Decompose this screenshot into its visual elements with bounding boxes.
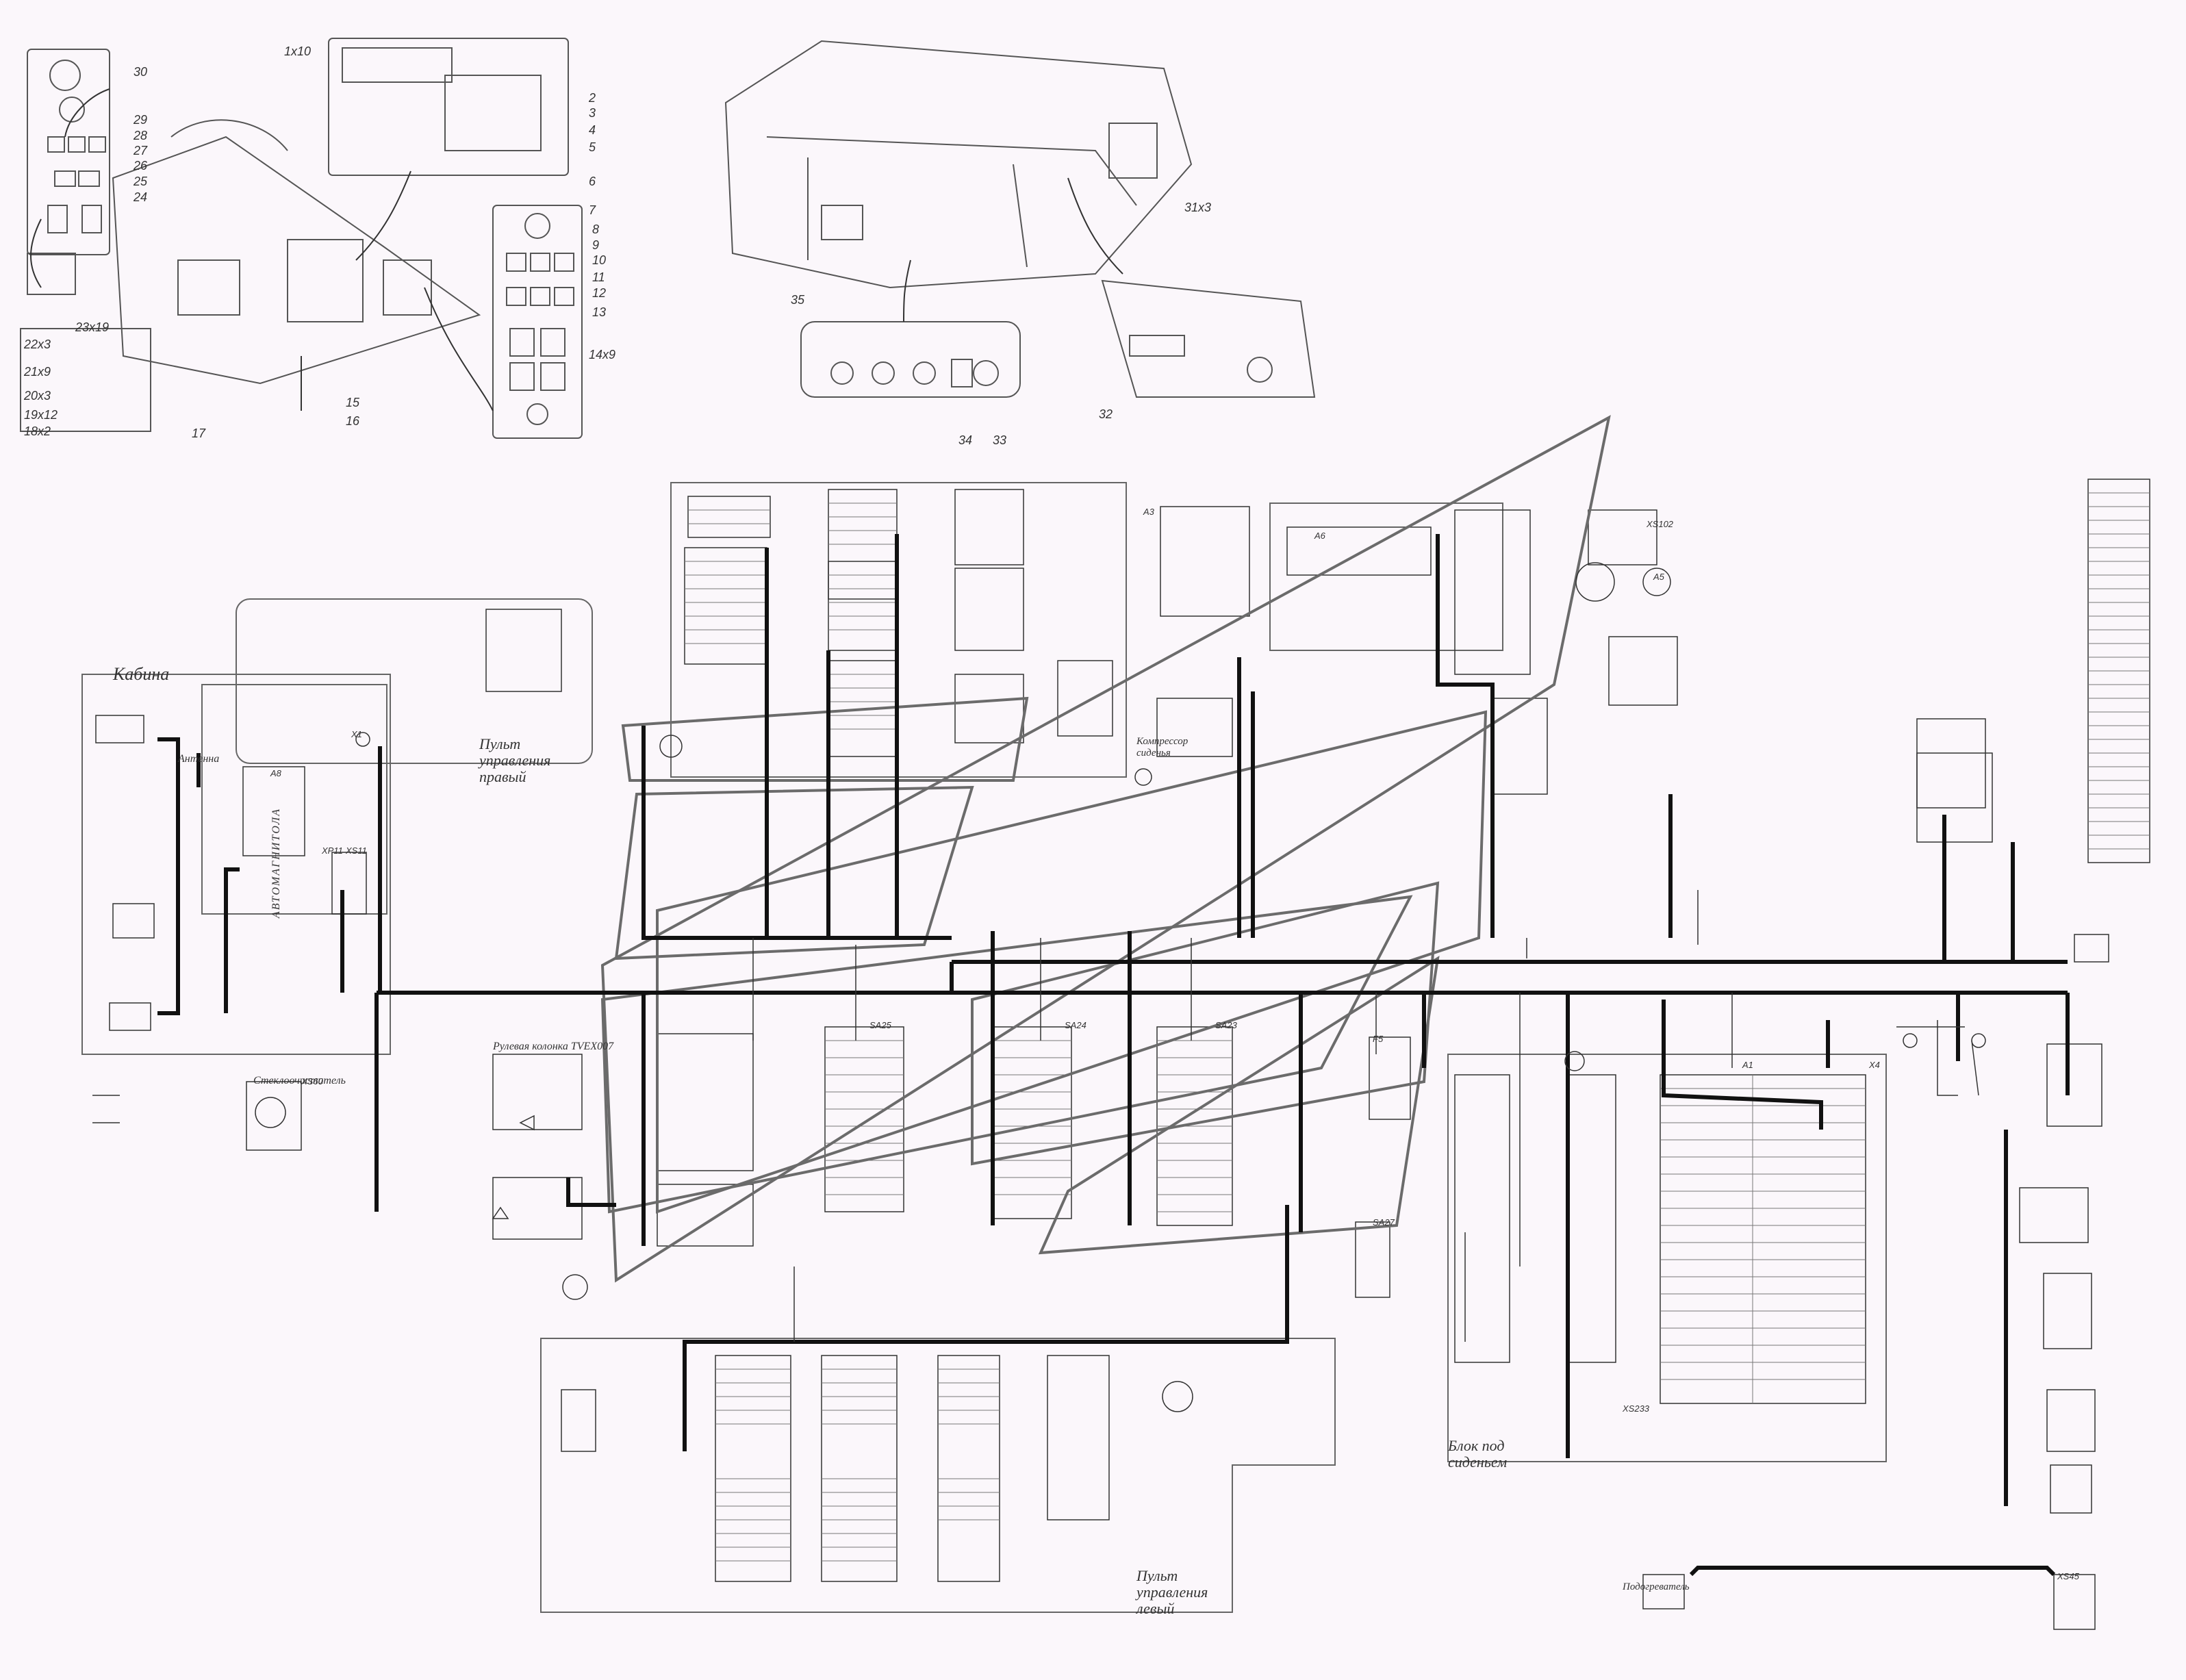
callout-14x9: 14x9: [589, 348, 616, 361]
component-tag-a5: A5: [1653, 572, 1664, 582]
callout-7: 7: [589, 203, 596, 217]
callout-4: 4: [589, 123, 596, 137]
schematic-symbols: [92, 562, 1986, 1452]
region-label-antenna: Антенна: [178, 753, 220, 765]
callout-34: 34: [958, 433, 973, 447]
component-tag-x4: SA27: [1373, 1217, 1395, 1227]
region-label-left-console: Пульт управления левый: [1136, 1567, 1208, 1617]
callout-10: 10: [592, 253, 607, 267]
callout-23x19: 23x19: [75, 320, 110, 334]
region-label-compressor: Компрессор сиденья: [1136, 736, 1189, 759]
region-label-wiper: Стеклоочиститель: [253, 1075, 346, 1086]
callout-31x3: 31x3: [1184, 201, 1212, 214]
region-label-seat-block: Блок под сиденьем: [1448, 1437, 1508, 1471]
callout-8: 8: [592, 222, 600, 236]
region-label-heater: Подогреватель: [1623, 1581, 1690, 1592]
callout-16: 16: [346, 414, 360, 428]
callout-11: 11: [592, 270, 605, 284]
table-rows: [685, 492, 2150, 1562]
connector-tag-xp249: XS45: [2057, 1571, 2079, 1581]
component-tag-e18: X1: [351, 729, 362, 739]
component-tag-x7: F5: [1373, 1034, 1384, 1044]
callout-15: 15: [346, 396, 360, 409]
component-tag-f5: SA24: [1065, 1020, 1086, 1030]
callout-27: 27: [134, 144, 148, 157]
component-tag-a6: A6: [1314, 531, 1325, 541]
callout-2: 2: [589, 91, 596, 105]
callout-13: 13: [592, 305, 607, 319]
callout-5: 5: [589, 140, 596, 154]
callout-19x12: 19x12: [24, 408, 58, 422]
callout-35: 35: [791, 293, 805, 307]
callout-24: 24: [134, 190, 148, 204]
region-label-steering-column: Рулевая колонка TVEX007: [493, 1041, 614, 1052]
callout-17: 17: [192, 427, 206, 440]
callout-26: 26: [134, 159, 148, 173]
connector-tag-xp11: XP11: [322, 845, 343, 856]
connector-tag-xs45: XS233: [1623, 1403, 1650, 1414]
main-harness: [157, 534, 2070, 1577]
callout-6: 6: [589, 175, 596, 188]
connector-tag-xs233: XS102: [1647, 519, 1674, 529]
callout-22x3: 22x3: [24, 338, 51, 351]
region-label-cabin: Кабина: [113, 664, 170, 684]
component-tag-f6: SA25: [869, 1020, 891, 1030]
region-label-autoradio: АВТОМАГНИТОЛА: [270, 808, 282, 919]
component-tag-f4: SA23: [1215, 1020, 1237, 1030]
component-tag-k4: X4: [1869, 1060, 1880, 1070]
connector-tag-xs60: XS60: [301, 1076, 323, 1086]
callout-32: 32: [1099, 407, 1113, 421]
callout-28: 28: [134, 129, 148, 142]
callout-18x2: 18x2: [24, 424, 51, 438]
thin-wires: [752, 890, 1979, 1342]
region-label-right-console: Пульт управления правый: [479, 735, 551, 785]
component-tag-a8: A8: [270, 768, 281, 778]
component-tag-a1: A1: [1742, 1060, 1753, 1070]
console-overview-illustration: [20, 38, 583, 439]
callout-9: 9: [592, 238, 600, 252]
callout-1x10: 1x10: [284, 44, 312, 58]
region-frames: [81, 482, 1887, 1613]
component-tag-a3: A3: [1143, 507, 1154, 517]
callout-3: 3: [589, 106, 596, 120]
callout-29: 29: [134, 113, 148, 127]
connector-tag-xs11: XS11: [346, 845, 367, 856]
perspective-planes: [600, 415, 1611, 1283]
cab-roof-illustration: [724, 40, 1316, 398]
callout-20x3: 20x3: [24, 389, 51, 403]
callout-25: 25: [134, 175, 148, 188]
callout-12: 12: [592, 286, 607, 300]
callout-30: 30: [134, 65, 148, 79]
callout-33: 33: [993, 433, 1007, 447]
callout-21x9: 21x9: [24, 365, 51, 379]
